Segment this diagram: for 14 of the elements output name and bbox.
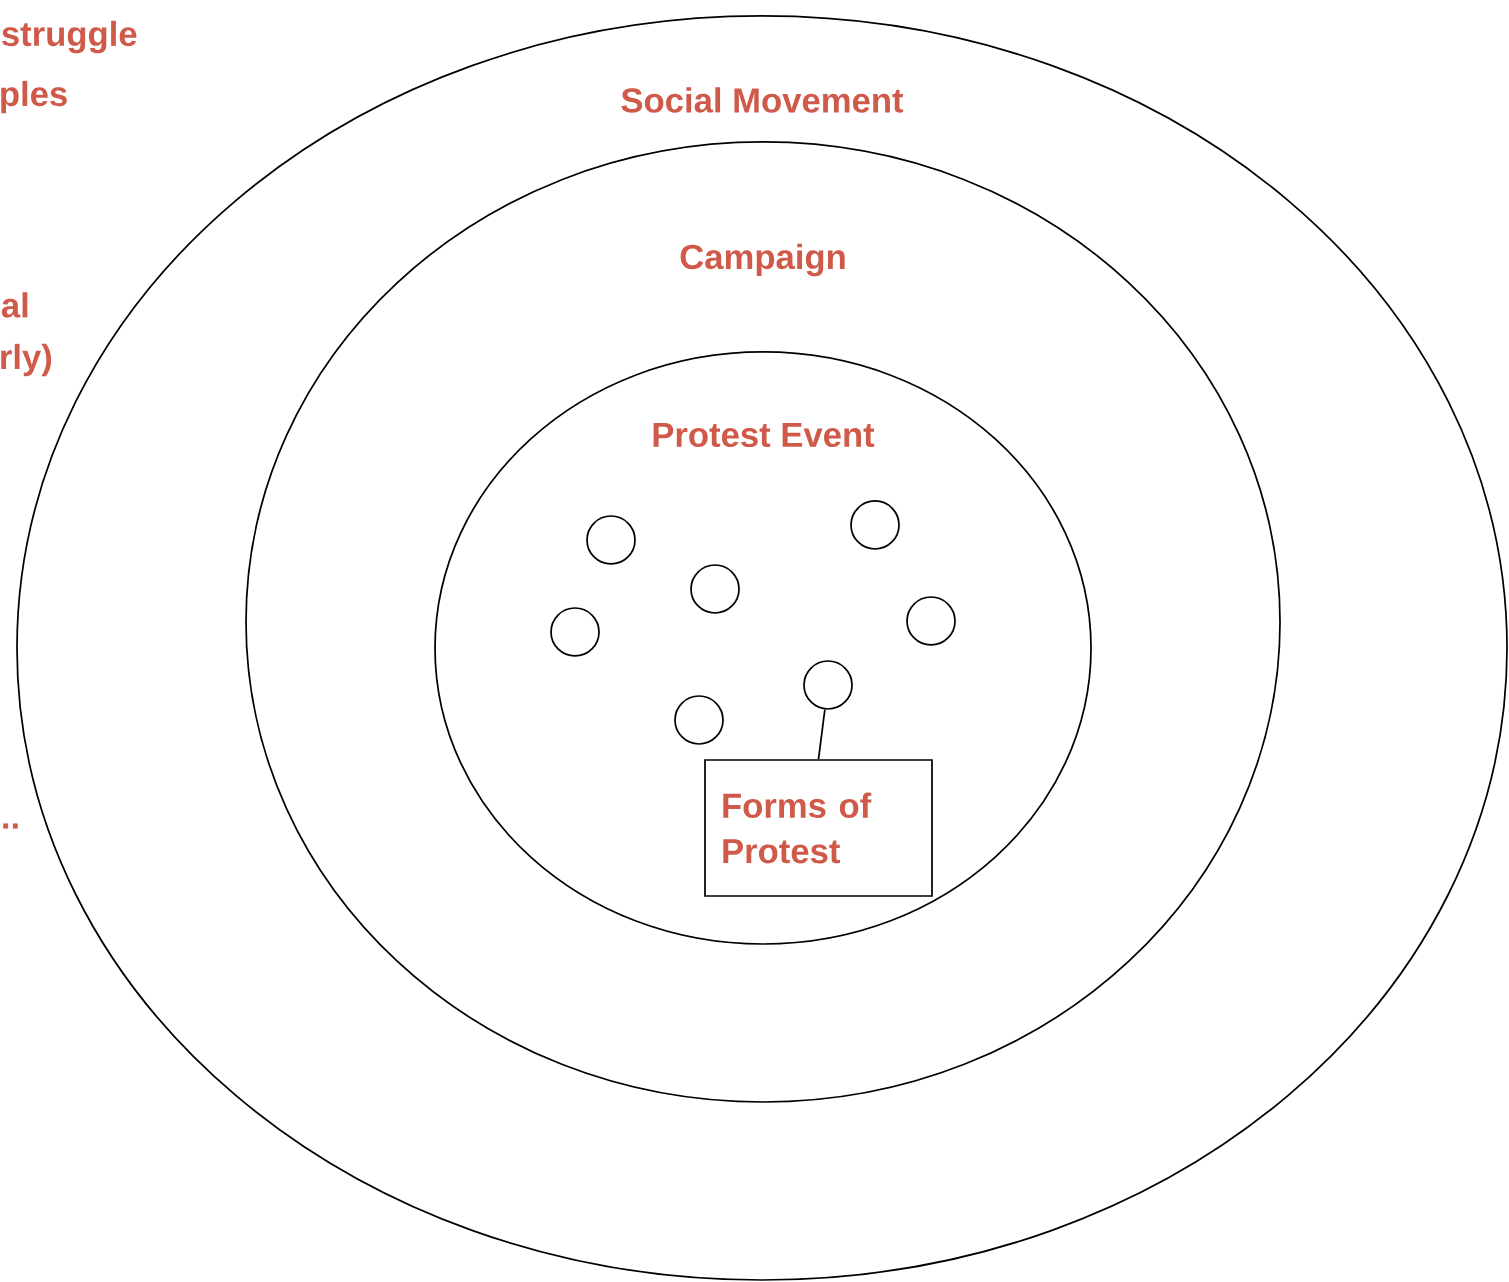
small-circle (850, 500, 900, 550)
small-circle (906, 596, 956, 646)
cut-off-text: .. (3, 823, 18, 829)
connector-line (817, 708, 826, 760)
small-circle (690, 564, 740, 614)
small-circle (586, 515, 636, 565)
cut-off-text: al (1, 292, 28, 318)
small-circle (803, 660, 853, 710)
cut-off-text: ples (1, 80, 67, 114)
small-circle (674, 695, 724, 745)
cut-off-text: struggle (2, 20, 137, 54)
cut-off-text: rly) (1, 343, 52, 377)
text-box: Forms of Protest (704, 759, 933, 897)
small-circle (550, 607, 600, 657)
